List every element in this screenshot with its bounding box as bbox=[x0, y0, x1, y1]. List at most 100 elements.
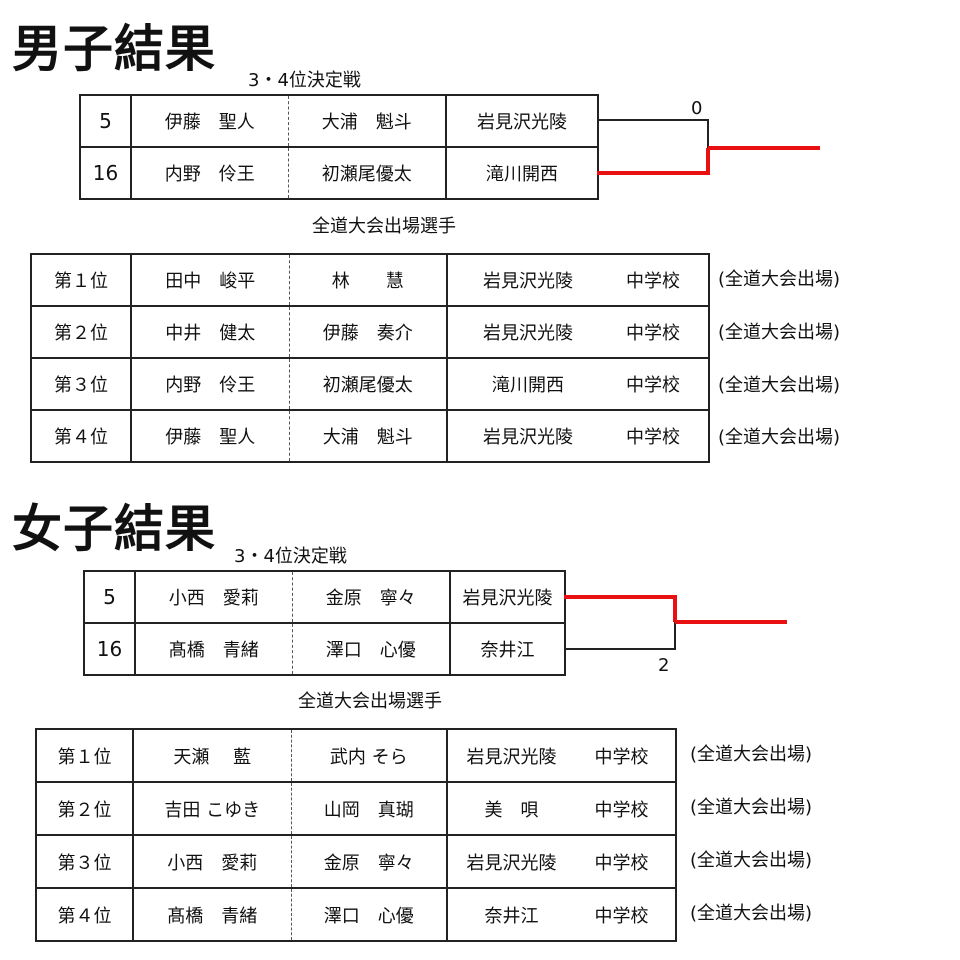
player-name: 小西 愛莉 bbox=[133, 835, 292, 889]
girls-match-table: 5 小西 愛莉 金原 寧々 岩見沢光陵 16 髙橋 青緒 澤口 心優 奈井江 bbox=[83, 570, 566, 676]
qualifier-note: (全道大会出場) bbox=[718, 427, 841, 448]
player-name: 金原 寧々 bbox=[292, 571, 451, 624]
rank-label: 第４位 bbox=[36, 888, 134, 942]
bracket-line-bottom bbox=[564, 622, 676, 650]
girls-qualifiers-table: 第１位 天瀬 藍 武内 そら 岩見沢光陵中学校 第２位 吉田 こゆき 山岡 真瑚… bbox=[35, 728, 677, 942]
qualifier-note: (全道大会出場) bbox=[690, 850, 813, 871]
qualifier-note: (全道大会出場) bbox=[690, 797, 813, 818]
bracket-line-top bbox=[597, 119, 709, 148]
table-row: 16 内野 伶王 初瀬尾優太 滝川開西 bbox=[80, 147, 599, 200]
player-name: 大浦 魁斗 bbox=[289, 410, 448, 463]
rank-label: 第４位 bbox=[31, 410, 132, 463]
school-suffix: 中学校 bbox=[626, 271, 680, 292]
player-name: 田中 峻平 bbox=[131, 254, 290, 307]
school-cell: 美 唄 中学校 bbox=[447, 782, 677, 836]
school-suffix: 中学校 bbox=[626, 375, 680, 396]
player-name: 内野 伶王 bbox=[131, 147, 289, 200]
player-name: 内野 伶王 bbox=[131, 358, 290, 411]
table-row: 第２位 吉田 こゆき 山岡 真瑚 美 唄 中学校 bbox=[36, 782, 677, 836]
school-suffix: 中学校 bbox=[594, 746, 649, 768]
table-row: 第１位 天瀬 藍 武内 そら 岩見沢光陵 中学校 bbox=[36, 729, 677, 783]
qualifier-note: (全道大会出場) bbox=[690, 744, 813, 765]
player-name: 武内 そら bbox=[291, 729, 448, 783]
table-row: 16 髙橋 青緒 澤口 心優 奈井江 bbox=[84, 623, 566, 676]
table-row: 第１位 田中 峻平 林 慧 岩見沢光陵 中学校 bbox=[31, 254, 710, 307]
school-name: 岩見沢光陵 bbox=[483, 323, 573, 344]
player-name: 吉田 こゆき bbox=[133, 782, 292, 836]
player-name: 髙橋 青緒 bbox=[133, 888, 292, 942]
bracket-line-top bbox=[564, 595, 677, 622]
rank-label: 第２位 bbox=[36, 782, 134, 836]
table-row: 第４位 髙橋 青緒 澤口 心優 奈井江 中学校 bbox=[36, 888, 677, 942]
table-row: 5 伊藤 聖人 大浦 魁斗 岩見沢光陵 bbox=[80, 95, 599, 148]
boys-qualifiers-table: 第１位 田中 峻平 林 慧 岩見沢光陵中学校 第２位 中井 健太 伊藤 奏介 岩… bbox=[30, 253, 710, 463]
school-cell: 滝川開西 中学校 bbox=[447, 358, 710, 411]
bracket-line-bottom bbox=[597, 148, 710, 175]
school-name: 岩見沢光陵 bbox=[446, 95, 599, 148]
school-cell: 岩見沢光陵 中学校 bbox=[447, 254, 710, 307]
table-row: 第３位 小西 愛莉 金原 寧々 岩見沢光陵 中学校 bbox=[36, 835, 677, 889]
school-name: 岩見沢光陵 bbox=[483, 271, 573, 292]
player-name: 山岡 真瑚 bbox=[291, 782, 448, 836]
player-name: 初瀬尾優太 bbox=[289, 358, 448, 411]
school-cell: 岩見沢光陵 中学校 bbox=[447, 835, 677, 889]
boys-match-caption: 3・4位決定戦 bbox=[248, 70, 361, 91]
girls-match-caption: 3・4位決定戦 bbox=[234, 546, 347, 567]
boys-match-table: 5 伊藤 聖人 大浦 魁斗 岩見沢光陵 16 内野 伶王 初瀬尾優太 滝川開西 bbox=[79, 94, 599, 200]
player-name: 初瀬尾優太 bbox=[288, 147, 447, 200]
girls-score-bottom: 2 bbox=[658, 655, 669, 676]
school-name: 奈井江 bbox=[450, 623, 566, 676]
player-name: 金原 寧々 bbox=[291, 835, 448, 889]
school-suffix: 中学校 bbox=[594, 905, 649, 927]
seed-number: 5 bbox=[84, 571, 136, 624]
player-name: 林 慧 bbox=[289, 254, 448, 307]
table-row: 5 小西 愛莉 金原 寧々 岩見沢光陵 bbox=[84, 571, 566, 624]
school-suffix: 中学校 bbox=[594, 852, 649, 874]
rank-label: 第１位 bbox=[31, 254, 132, 307]
player-name: 伊藤 聖人 bbox=[131, 410, 290, 463]
school-suffix: 中学校 bbox=[626, 323, 680, 344]
rank-label: 第３位 bbox=[36, 835, 134, 889]
player-name: 中井 健太 bbox=[131, 306, 290, 359]
seed-number: 16 bbox=[84, 623, 136, 676]
player-name: 天瀬 藍 bbox=[133, 729, 292, 783]
girls-heading: 女子結果 bbox=[12, 500, 216, 558]
qualifier-note: (全道大会出場) bbox=[718, 269, 841, 290]
player-name: 大浦 魁斗 bbox=[288, 95, 447, 148]
player-name: 澤口 心優 bbox=[291, 888, 448, 942]
qualifier-note: (全道大会出場) bbox=[718, 322, 841, 343]
player-name: 伊藤 奏介 bbox=[289, 306, 448, 359]
school-cell: 岩見沢光陵 中学校 bbox=[447, 306, 710, 359]
school-suffix: 中学校 bbox=[594, 799, 649, 821]
qualifier-note: (全道大会出場) bbox=[718, 375, 841, 396]
boys-qualifiers-caption: 全道大会出場選手 bbox=[312, 216, 456, 237]
boys-heading: 男子結果 bbox=[12, 20, 216, 78]
school-name: 美 唄 bbox=[484, 799, 539, 821]
player-name: 伊藤 聖人 bbox=[131, 95, 289, 148]
table-row: 第３位 内野 伶王 初瀬尾優太 滝川開西 中学校 bbox=[31, 358, 710, 411]
rank-label: 第２位 bbox=[31, 306, 132, 359]
table-row: 第４位 伊藤 聖人 大浦 魁斗 岩見沢光陵 中学校 bbox=[31, 410, 710, 463]
girls-qualifiers-caption: 全道大会出場選手 bbox=[298, 691, 442, 712]
school-cell: 岩見沢光陵 中学校 bbox=[447, 410, 710, 463]
seed-number: 5 bbox=[80, 95, 132, 148]
qualifier-note: (全道大会出場) bbox=[690, 903, 813, 924]
school-name: 岩見沢光陵 bbox=[450, 571, 566, 624]
school-cell: 岩見沢光陵 中学校 bbox=[447, 729, 677, 783]
player-name: 髙橋 青緒 bbox=[135, 623, 293, 676]
school-name: 岩見沢光陵 bbox=[483, 427, 573, 448]
school-name: 岩見沢光陵 bbox=[466, 746, 557, 768]
school-name: 奈井江 bbox=[484, 905, 539, 927]
rank-label: 第１位 bbox=[36, 729, 134, 783]
seed-number: 16 bbox=[80, 147, 132, 200]
player-name: 澤口 心優 bbox=[292, 623, 451, 676]
school-cell: 奈井江 中学校 bbox=[447, 888, 677, 942]
rank-label: 第３位 bbox=[31, 358, 132, 411]
boys-score-top: 0 bbox=[691, 98, 702, 119]
school-name: 岩見沢光陵 bbox=[466, 852, 557, 874]
player-name: 小西 愛莉 bbox=[135, 571, 293, 624]
school-suffix: 中学校 bbox=[626, 427, 680, 448]
school-name: 滝川開西 bbox=[492, 375, 564, 396]
